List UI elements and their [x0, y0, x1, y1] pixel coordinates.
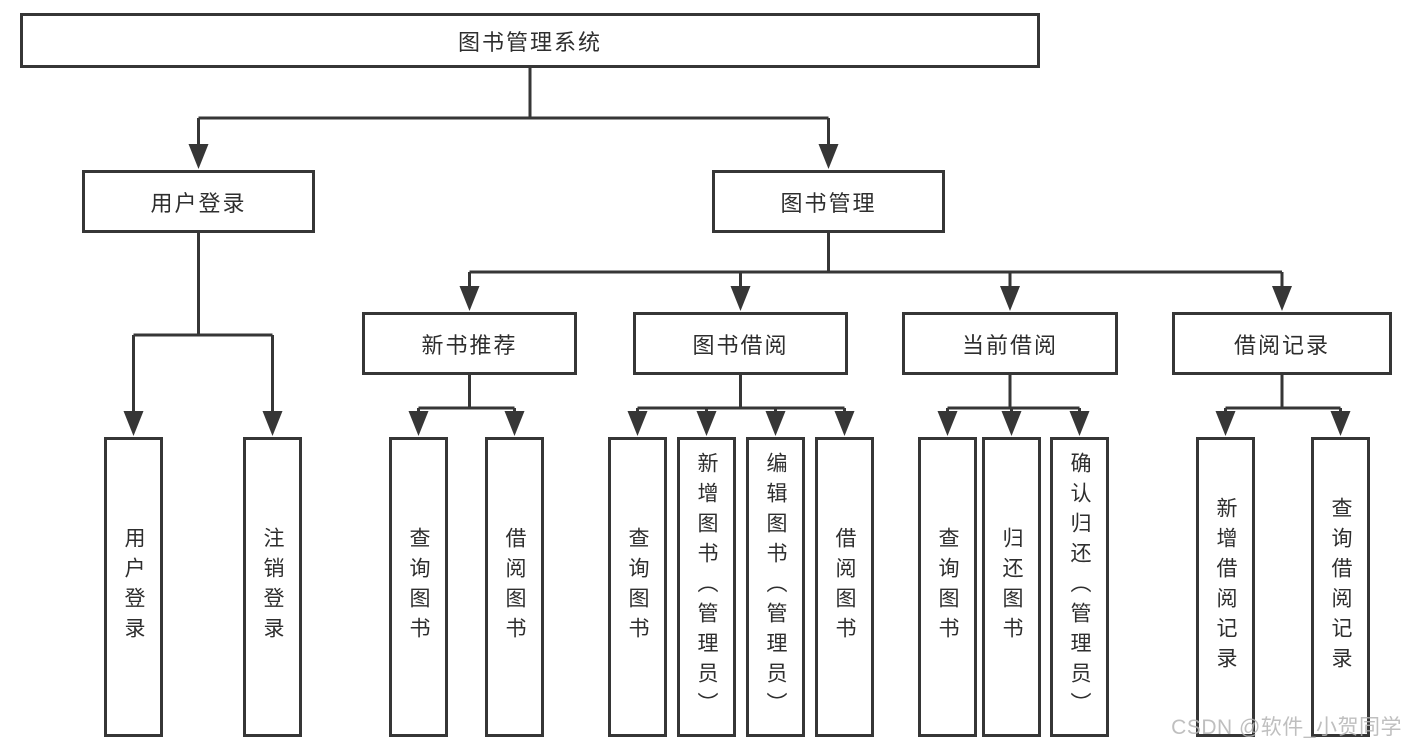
- edges-book-management: [459, 233, 1292, 311]
- node-return-books: 归还图书: [982, 437, 1041, 737]
- node-query-books-borrow: 查询图书: [608, 437, 667, 737]
- node-label: 确认归还（管理员）: [1068, 452, 1091, 722]
- node-new-book-recommend: 新书推荐: [362, 312, 577, 375]
- node-query-books-recommend: 查询图书: [389, 437, 448, 737]
- edges-new-book-recommend: [408, 375, 525, 436]
- node-query-books-current: 查询图书: [918, 437, 977, 737]
- node-label: 用户登录: [122, 527, 145, 647]
- node-label: 编辑图书（管理员）: [764, 452, 787, 722]
- node-label: 新增图书（管理员）: [695, 452, 718, 722]
- node-add-borrow-record: 新增借阅记录: [1196, 437, 1255, 737]
- edges-root: [188, 68, 839, 169]
- node-borrow-books: 借阅图书: [815, 437, 874, 737]
- node-label: 借阅图书: [503, 527, 526, 647]
- node-user-login-action: 用户登录: [104, 437, 163, 737]
- edges-user-login: [123, 233, 283, 436]
- node-label: 查询图书: [407, 527, 430, 647]
- node-label: 新增借阅记录: [1214, 497, 1237, 677]
- node-label: 查询图书: [936, 527, 959, 647]
- node-borrow-books-recommend: 借阅图书: [485, 437, 544, 737]
- node-current-borrowing: 当前借阅: [902, 312, 1118, 375]
- node-borrowing-records: 借阅记录: [1172, 312, 1392, 375]
- node-book-borrowing: 图书借阅: [633, 312, 848, 375]
- node-user-login: 用户登录: [82, 170, 315, 233]
- edges-borrowing-records: [1215, 375, 1351, 436]
- node-add-books-admin: 新增图书（管理员）: [677, 437, 736, 737]
- node-edit-books-admin: 编辑图书（管理员）: [746, 437, 805, 737]
- node-label: 注销登录: [261, 527, 284, 647]
- node-logout: 注销登录: [243, 437, 302, 737]
- node-label: 查询借阅记录: [1329, 497, 1352, 677]
- edges-current-borrowing: [937, 375, 1090, 436]
- node-label: 查询图书: [626, 527, 649, 647]
- node-confirm-return-admin: 确认归还（管理员）: [1050, 437, 1109, 737]
- node-label: 归还图书: [1000, 527, 1023, 647]
- node-library-system: 图书管理系统: [20, 13, 1040, 68]
- node-label: 借阅图书: [833, 527, 856, 647]
- node-query-borrow-record: 查询借阅记录: [1311, 437, 1370, 737]
- csdn-watermark: CSDN @软件_小贺同学: [1171, 716, 1402, 739]
- edges-book-borrowing: [627, 375, 855, 436]
- node-book-management: 图书管理: [712, 170, 945, 233]
